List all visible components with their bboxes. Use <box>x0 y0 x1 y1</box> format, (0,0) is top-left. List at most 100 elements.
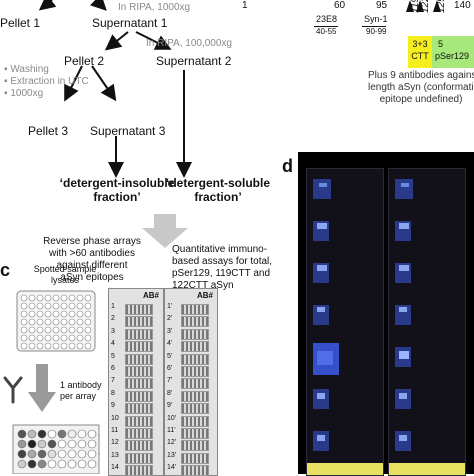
ab-row: 2' <box>167 315 213 328</box>
spot-block <box>125 328 153 340</box>
spotted-array-image <box>12 424 100 474</box>
ab-number: 9' <box>167 402 173 410</box>
ab-number: 10' <box>167 414 177 422</box>
spot-block <box>181 390 209 402</box>
well-plate-image <box>16 290 96 352</box>
epitope-span-line <box>362 26 386 27</box>
ab-row: 4' <box>167 340 213 353</box>
ab-row: 8 <box>111 390 157 402</box>
panel-d-letter: d <box>282 156 293 176</box>
full-length-note: Plus 9 antibodies against full length aS… <box>368 70 474 105</box>
ab-row: 11' <box>167 427 213 439</box>
spot-block <box>125 378 153 390</box>
extraction-steps: ▪ Washing ▪ Extraction in UTC ▪ 1000xg <box>4 64 89 100</box>
blot-tile <box>389 257 465 293</box>
ab-row: 13 <box>111 451 157 464</box>
big-down-arrow <box>142 214 188 248</box>
ab-number: 8' <box>167 389 173 397</box>
ab-header: AB# <box>143 291 160 300</box>
slide-label-strip <box>307 463 383 475</box>
ab-number: 6' <box>167 365 173 372</box>
antibody-range: 90-99 <box>366 27 387 36</box>
pser129-box: 5 pSer129 <box>432 36 474 68</box>
ab-row: 9' <box>167 402 213 415</box>
ab-number: 2 <box>111 315 115 323</box>
ab-number: 7 <box>111 377 115 385</box>
flowchart-arrows <box>38 0 192 178</box>
spot-block <box>181 415 209 427</box>
pellet-2-label: Pellet 2 <box>64 54 105 68</box>
blot-tile <box>307 341 383 377</box>
ab-row: 9 <box>111 402 157 415</box>
ab-row: 6 <box>111 365 157 377</box>
ab-number: 4 <box>111 340 115 348</box>
axis-number: 140 <box>454 0 471 11</box>
ab-row: 11 <box>111 427 157 439</box>
antibody-range: 40-55 <box>316 27 337 36</box>
ab-row: 7' <box>167 377 213 390</box>
ab-number: 14' <box>167 464 177 472</box>
spot-block <box>181 316 209 328</box>
ctt-box: 3+3 CTT <box>408 36 432 68</box>
ab-number: 12 <box>111 439 119 447</box>
ab-number: 6 <box>111 365 115 372</box>
blot-tile <box>389 173 465 209</box>
spot-block <box>181 341 209 353</box>
slide-label-strip <box>389 463 465 475</box>
blot-tile <box>307 425 383 461</box>
antibody-per-array-label: 1 antibody per array <box>60 380 102 401</box>
blot-tile <box>389 425 465 461</box>
array-slide-right: AB# 1'2'3'4'5'6'7'8'9'10'11'12'13'14' <box>164 288 218 476</box>
ab-number: 7' <box>167 377 173 385</box>
axis-number: 1 <box>242 0 248 11</box>
ab-row: 12' <box>167 439 213 452</box>
blot-tile <box>389 299 465 335</box>
rppa-description: Reverse phase arrays with >60 antibodies… <box>43 236 141 283</box>
ab-row: 10 <box>111 414 157 427</box>
ab-row: 1 <box>111 303 157 315</box>
ab-number: 12' <box>167 439 177 447</box>
blot-tile <box>307 383 383 419</box>
spot-block <box>125 390 153 402</box>
supernatant-1-label: Supernatant 1 <box>92 16 168 30</box>
spot-block <box>125 440 153 452</box>
ab-row: 5 <box>111 353 157 365</box>
ab-number: 3 <box>111 327 115 335</box>
ab-number: 11' <box>167 427 176 434</box>
ab-number: 5' <box>167 352 173 360</box>
spot-block <box>125 403 153 415</box>
axis-number: 95 <box>376 0 388 11</box>
blot-tile <box>389 341 465 377</box>
insoluble-fraction-label: ‘detergent-insoluble fraction’ <box>59 176 175 204</box>
ab-number: 13' <box>167 451 177 459</box>
supernatant-3-label: Supernatant 3 <box>90 124 166 138</box>
ab-number: 9 <box>111 402 115 410</box>
blot-tile <box>389 383 465 419</box>
step-item: ▪ Washing <box>4 64 49 75</box>
site-markers <box>406 0 441 12</box>
ab-row: 7 <box>111 377 157 390</box>
ab-row: 2 <box>111 315 157 328</box>
spot-block <box>181 465 209 476</box>
antibody-name: 23E8 <box>316 14 338 24</box>
step-item: ▪ Extraction in UTC <box>4 76 89 87</box>
ab-row: 10' <box>167 414 213 427</box>
gray-down-arrow <box>28 364 56 412</box>
spot-block <box>181 378 209 390</box>
axis-number: 60 <box>334 0 346 11</box>
spot-block <box>125 452 153 464</box>
ab-row: 12 <box>111 439 157 452</box>
spot-block <box>181 440 209 452</box>
immuno-description: Quantitative immuno- based assays for to… <box>172 244 273 291</box>
ab-row: 3' <box>167 327 213 340</box>
ab-number: 10 <box>111 414 119 422</box>
spot-block <box>181 366 209 377</box>
ab-number: 13 <box>111 451 119 459</box>
spot-block <box>125 366 153 377</box>
ab-number: 1 <box>111 303 115 310</box>
ab-header: AB# <box>197 291 214 300</box>
ab-number: 3' <box>167 327 173 335</box>
supernatant-2-label: Supernatant 2 <box>156 54 232 68</box>
blot-tile <box>307 299 383 335</box>
